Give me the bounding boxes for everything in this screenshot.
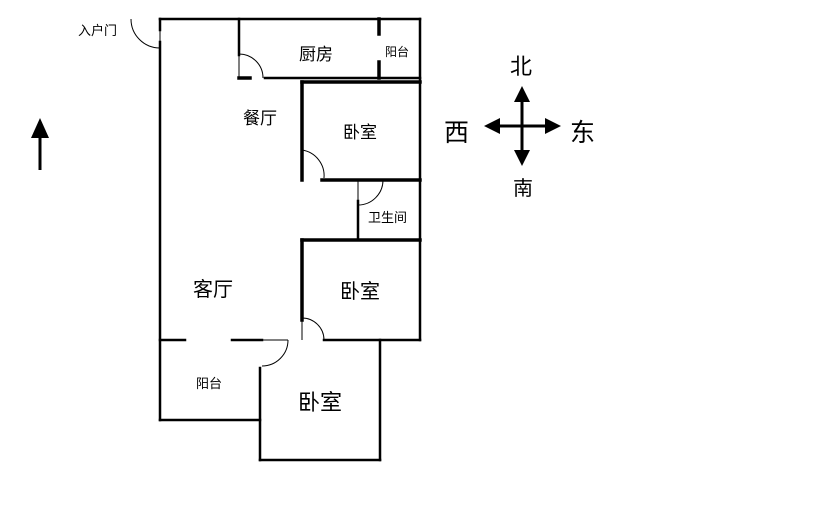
south-bedroom-label: 卧室 (298, 391, 342, 416)
living-room-label: 客厅 (193, 277, 233, 301)
walls (158, 17, 422, 462)
compass-east-label: 东 (570, 118, 595, 147)
north-balcony-label: 阳台 (385, 44, 409, 59)
compass-west-label: 西 (444, 118, 469, 147)
compass-north-label: 北 (510, 55, 532, 80)
south-balcony-label: 阳台 (196, 377, 222, 392)
entrance-door-label: 入户门 (78, 23, 117, 39)
kitchen-label: 厨房 (299, 45, 333, 65)
middle-bedroom-label: 卧室 (340, 279, 380, 303)
compass-south-label: 南 (513, 176, 533, 200)
dining-room-label: 餐厅 (243, 109, 277, 129)
north-bedroom-label: 卧室 (343, 123, 377, 143)
door-swings (130, 18, 384, 367)
up-arrow-icon (31, 118, 49, 170)
bathroom-label: 卫生间 (368, 211, 407, 226)
four-way-arrow-icon (484, 86, 561, 166)
